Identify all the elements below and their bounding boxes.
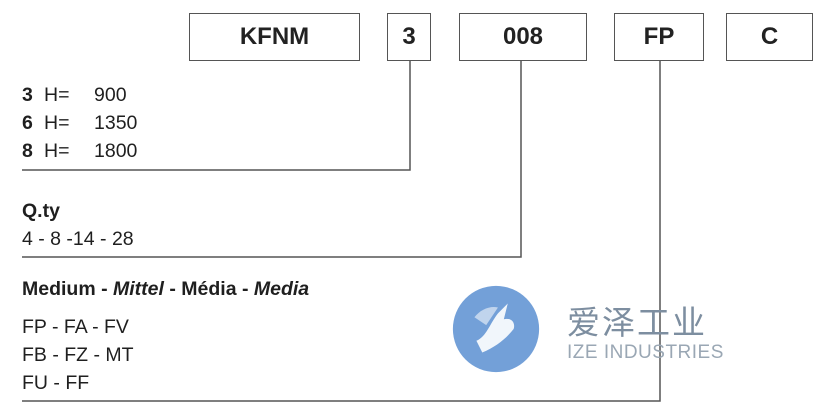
medium-heading: Medium - Mittel - Média - Media bbox=[22, 278, 310, 300]
height-option-row: 8 H= 1800 bbox=[22, 140, 138, 162]
medium-heading-part: Mittel bbox=[113, 278, 164, 300]
medium-heading-part: - bbox=[95, 278, 114, 300]
ize-logo-icon bbox=[452, 285, 540, 373]
medium-heading-part: - bbox=[236, 278, 254, 300]
medium-heading-part: Medium bbox=[22, 278, 96, 300]
code-box-series: KFNM bbox=[189, 13, 360, 61]
height-option-code: 3 bbox=[22, 84, 33, 106]
height-option-code: 6 bbox=[22, 112, 33, 134]
medium-heading-part: Média bbox=[181, 278, 237, 300]
quantity-heading: Q.ty bbox=[22, 200, 60, 222]
medium-heading-part: Media bbox=[253, 278, 310, 300]
medium-line: FP - FA - FV bbox=[22, 316, 129, 338]
connector-height bbox=[22, 61, 411, 171]
code-box-height: 3 bbox=[387, 13, 431, 61]
medium-line: FU - FF bbox=[22, 372, 90, 394]
height-option-label: H= bbox=[44, 140, 70, 162]
height-option-label: H= bbox=[44, 112, 70, 134]
height-option-row: 3 H= 900 bbox=[22, 84, 127, 106]
medium-heading-part: - bbox=[163, 278, 182, 300]
height-option-value: 900 bbox=[94, 84, 127, 106]
watermark-chinese: 爱泽工业 bbox=[567, 303, 707, 342]
code-box-medium: FP bbox=[614, 13, 704, 61]
connector-medium bbox=[22, 61, 661, 402]
code-box-suffix: C bbox=[726, 13, 813, 61]
height-option-value: 1800 bbox=[94, 140, 138, 162]
height-option-value: 1350 bbox=[94, 112, 138, 134]
height-option-code: 8 bbox=[22, 140, 33, 162]
height-option-row: 6 H= 1350 bbox=[22, 112, 138, 134]
connector-quantity bbox=[22, 61, 522, 258]
height-option-label: H= bbox=[44, 84, 70, 106]
medium-line: FB - FZ - MT bbox=[22, 344, 134, 366]
quantity-values: 4 - 8 -14 - 28 bbox=[22, 228, 134, 250]
watermark-english: IZE INDUSTRIES bbox=[567, 342, 724, 363]
code-box-quantity: 008 bbox=[459, 13, 587, 61]
